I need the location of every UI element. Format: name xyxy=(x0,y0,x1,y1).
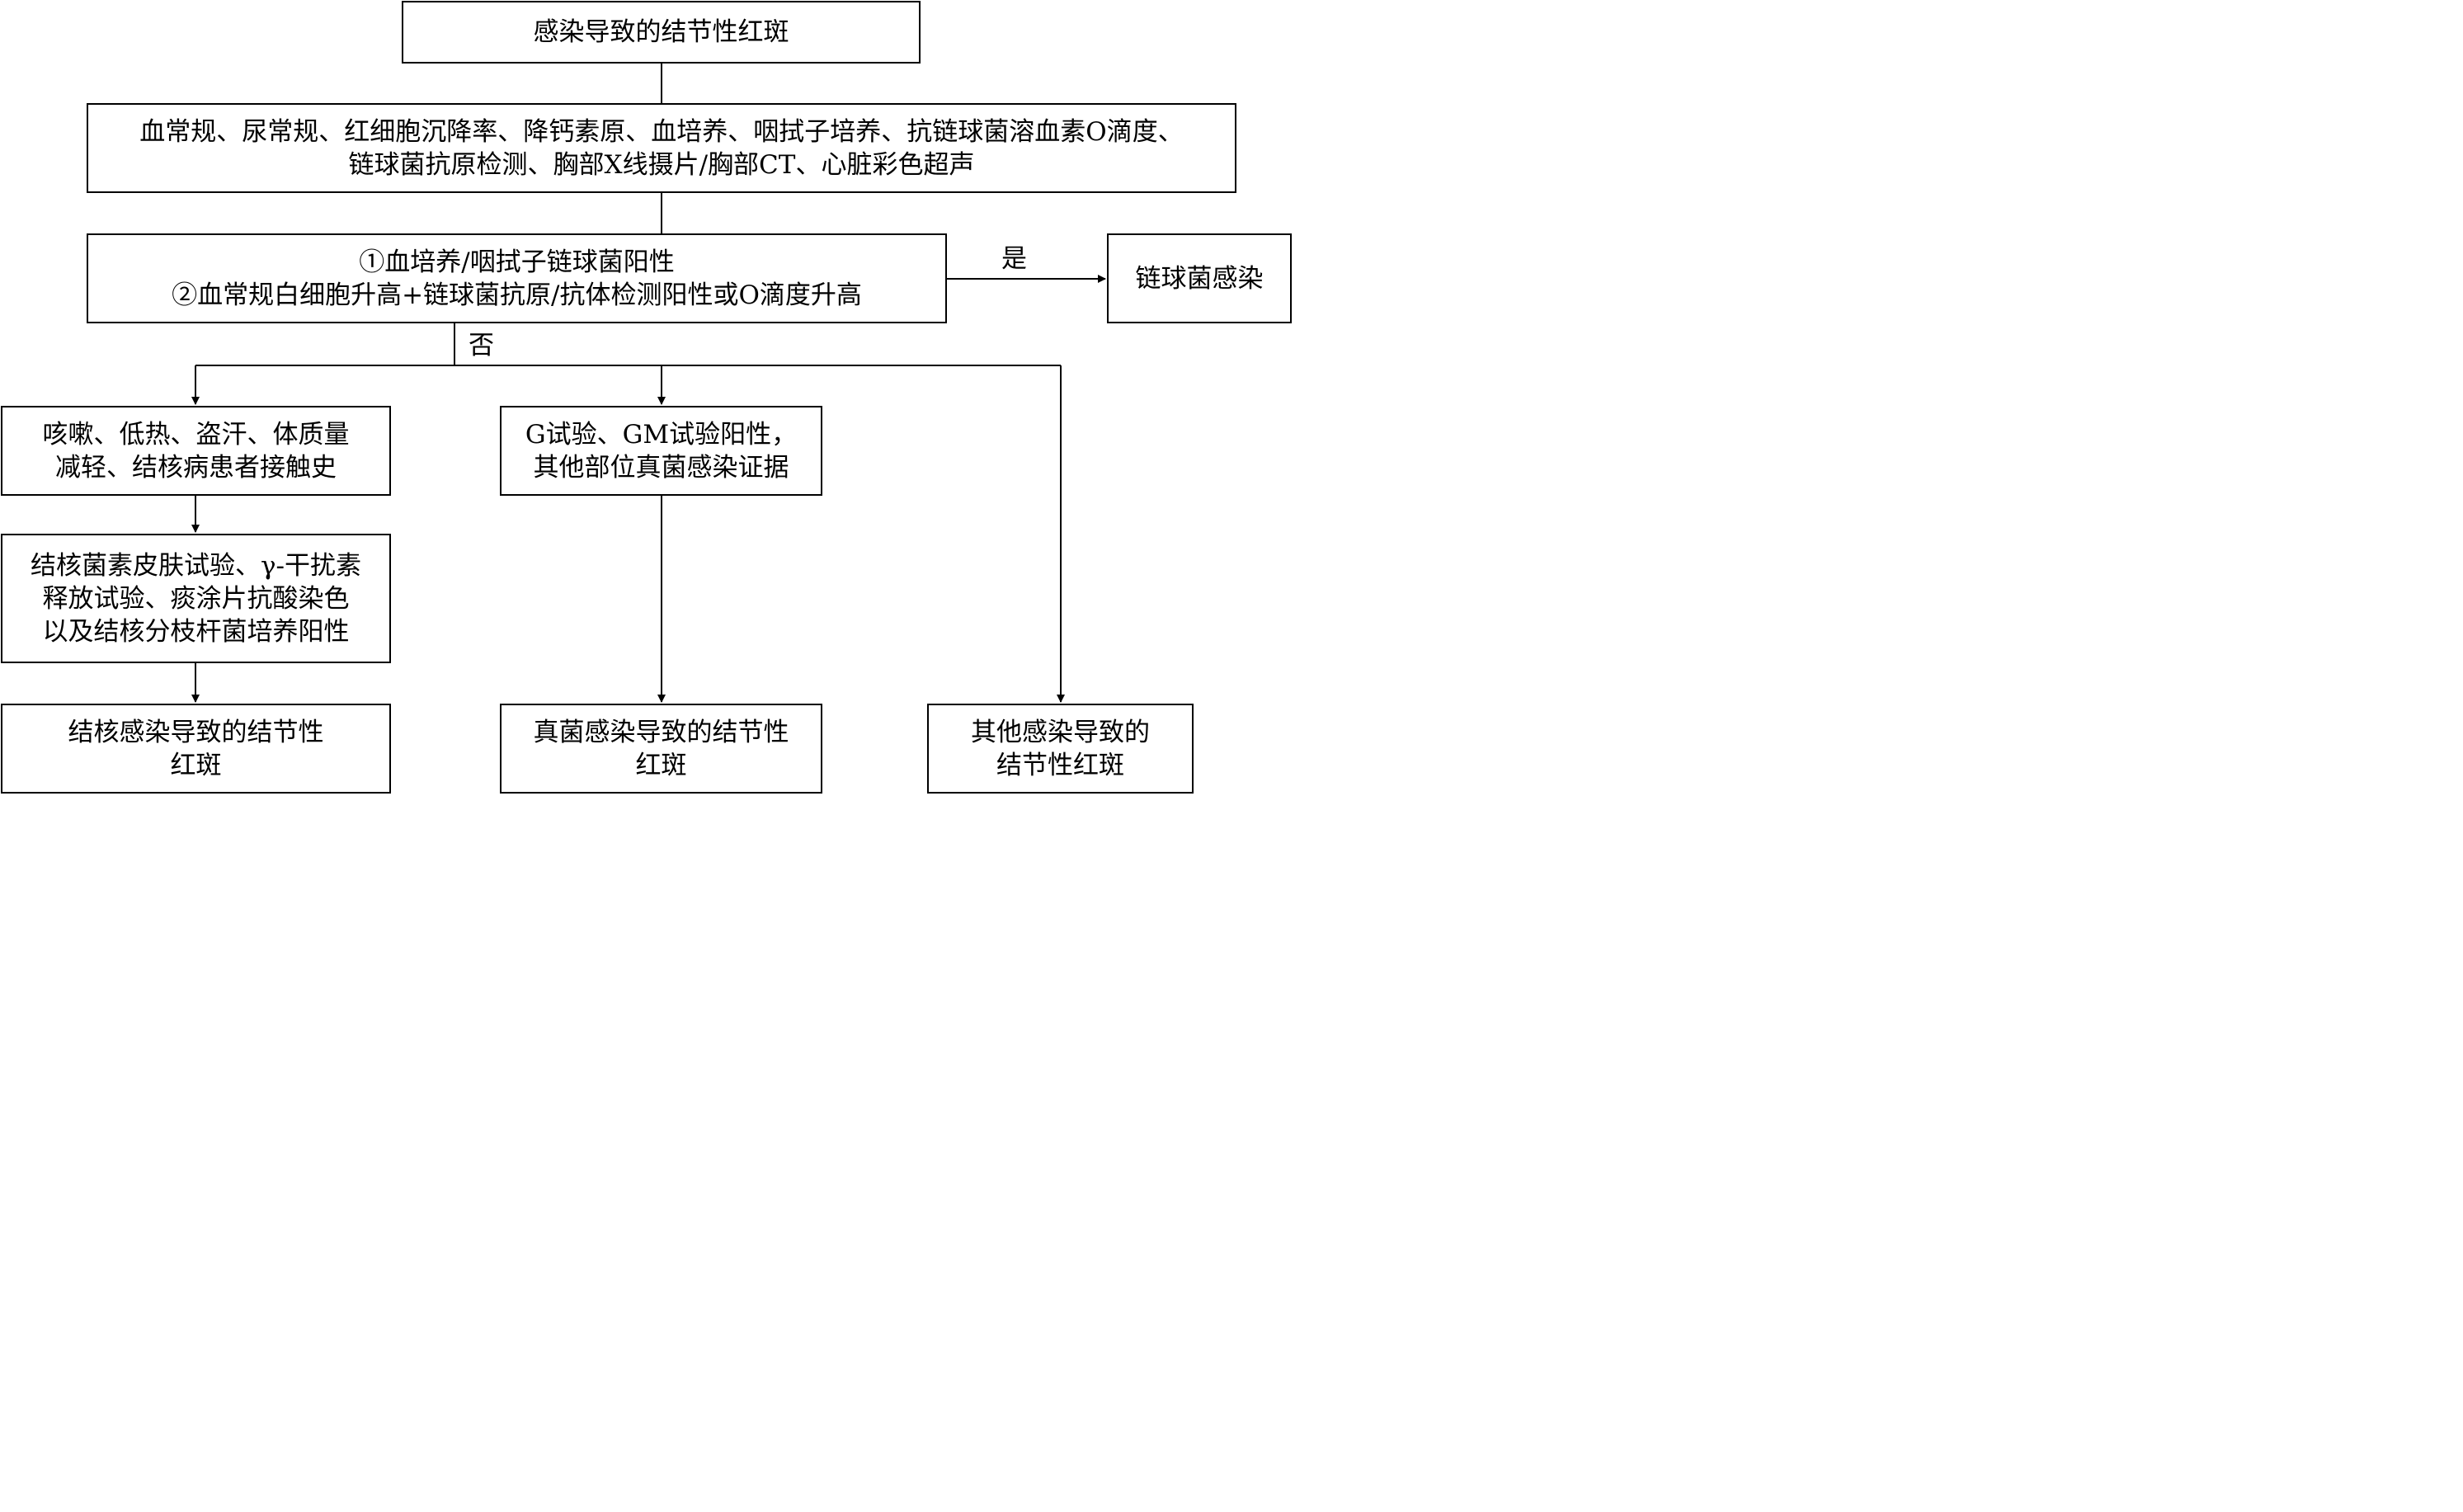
outcome-tb-box: 结核感染导致的结节性 红斑 xyxy=(1,704,391,794)
tb-symptoms-line-2: 减轻、结核病患者接触史 xyxy=(55,452,337,483)
outcome-tb-line-1: 结核感染导致的结节性 xyxy=(68,717,324,747)
tests-line-1: 血常规、尿常规、红细胞沉降率、降钙素原、血培养、咽拭子培养、抗链球菌溶血素O滴度… xyxy=(139,116,1184,147)
criteria-box: ①血培养/咽拭子链球菌阳性 ②血常规白细胞升高+链球菌抗原/抗体检测阳性或O滴度… xyxy=(87,233,947,323)
tb-tests-line-2: 释放试验、痰涂片抗酸染色 xyxy=(42,583,350,614)
tests-box: 血常规、尿常规、红细胞沉降率、降钙素原、血培养、咽拭子培养、抗链球菌溶血素O滴度… xyxy=(87,103,1236,193)
edge-label-no: 否 xyxy=(469,331,494,360)
strep-box: 链球菌感染 xyxy=(1107,233,1292,323)
outcome-other-line-1: 其他感染导致的 xyxy=(971,717,1150,747)
tb-tests-line-3: 以及结核分枝杆菌培养阳性 xyxy=(42,616,350,647)
strep-label: 链球菌感染 xyxy=(1135,263,1264,294)
outcome-other-box: 其他感染导致的 结节性红斑 xyxy=(927,704,1194,794)
criteria-line-1: ①血培养/咽拭子链球菌阳性 xyxy=(359,247,675,277)
tests-line-2: 链球菌抗原检测、胸部X线摄片/胸部CT、心脏彩色超声 xyxy=(348,149,975,180)
criteria-line-2: ②血常规白细胞升高+链球菌抗原/抗体检测阳性或O滴度升高 xyxy=(172,280,862,310)
tb-tests-line-1: 结核菌素皮肤试验、γ-干扰素 xyxy=(30,550,361,581)
fungal-evidence-line-1: G试验、GM试验阳性， xyxy=(525,419,798,450)
root-box: 感染导致的结节性红斑 xyxy=(402,1,921,64)
outcome-other-line-2: 结节性红斑 xyxy=(996,750,1124,780)
root-label: 感染导致的结节性红斑 xyxy=(533,17,789,47)
outcome-fungal-line-1: 真菌感染导致的结节性 xyxy=(533,717,789,747)
tb-tests-box: 结核菌素皮肤试验、γ-干扰素 释放试验、痰涂片抗酸染色 以及结核分枝杆菌培养阳性 xyxy=(1,534,391,663)
outcome-fungal-box: 真菌感染导致的结节性 红斑 xyxy=(500,704,822,794)
edge-label-yes: 是 xyxy=(1001,244,1027,274)
outcome-fungal-line-2: 红斑 xyxy=(635,750,687,780)
fungal-evidence-line-2: 其他部位真菌感染证据 xyxy=(533,452,789,483)
tb-symptoms-line-1: 咳嗽、低热、盗汗、体质量 xyxy=(42,419,350,450)
flowchart-connectors xyxy=(191,64,1106,703)
tb-symptoms-box: 咳嗽、低热、盗汗、体质量 减轻、结核病患者接触史 xyxy=(1,406,391,496)
outcome-tb-line-2: 红斑 xyxy=(170,750,222,780)
fungal-evidence-box: G试验、GM试验阳性， 其他部位真菌感染证据 xyxy=(500,406,822,496)
